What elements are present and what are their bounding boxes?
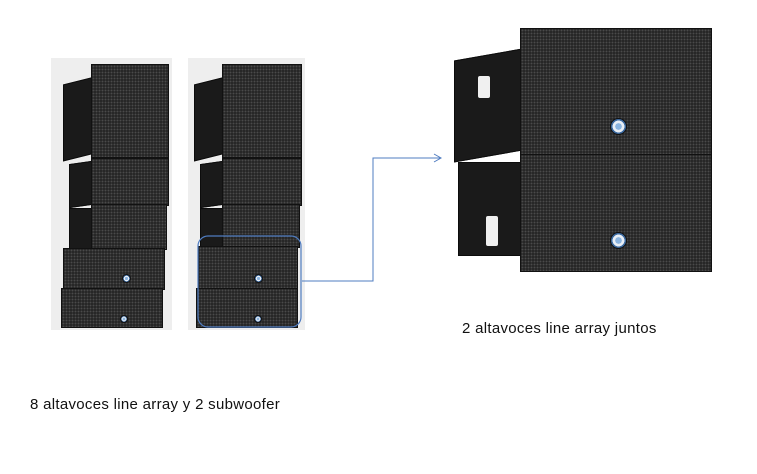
- brand-logo-icon: [610, 118, 627, 135]
- connector-arrow-line: [302, 157, 440, 282]
- speaker-grille: [222, 64, 302, 158]
- arrowhead-icon: [433, 153, 443, 163]
- subwoofer-grille: [63, 248, 165, 290]
- speaker-stack-photo-1: [51, 58, 172, 330]
- brand-logo-icon: [254, 315, 262, 323]
- subwoofer-grille: [196, 288, 298, 328]
- brand-logo-icon: [254, 274, 263, 283]
- speaker-grille: [91, 158, 169, 206]
- brand-logo-icon: [120, 315, 128, 323]
- speaker-grille: [91, 64, 169, 158]
- speaker-grille: [520, 28, 712, 156]
- speaker-grille: [222, 158, 302, 206]
- cabinet-handle: [486, 216, 498, 246]
- speaker-stack-photo-2: [188, 58, 305, 330]
- line-array-pair-photo: [448, 26, 718, 296]
- cabinet-handle: [478, 76, 490, 98]
- brand-logo-icon: [610, 232, 627, 249]
- speaker-grille: [520, 154, 712, 272]
- speaker-grille: [222, 204, 300, 248]
- brand-logo-icon: [122, 274, 131, 283]
- subwoofer-highlight-box: [197, 235, 302, 328]
- caption-right: 2 altavoces line array juntos: [462, 320, 657, 337]
- subwoofer-grille: [61, 288, 163, 328]
- caption-left: 8 altavoces line array y 2 subwoofer: [30, 396, 281, 413]
